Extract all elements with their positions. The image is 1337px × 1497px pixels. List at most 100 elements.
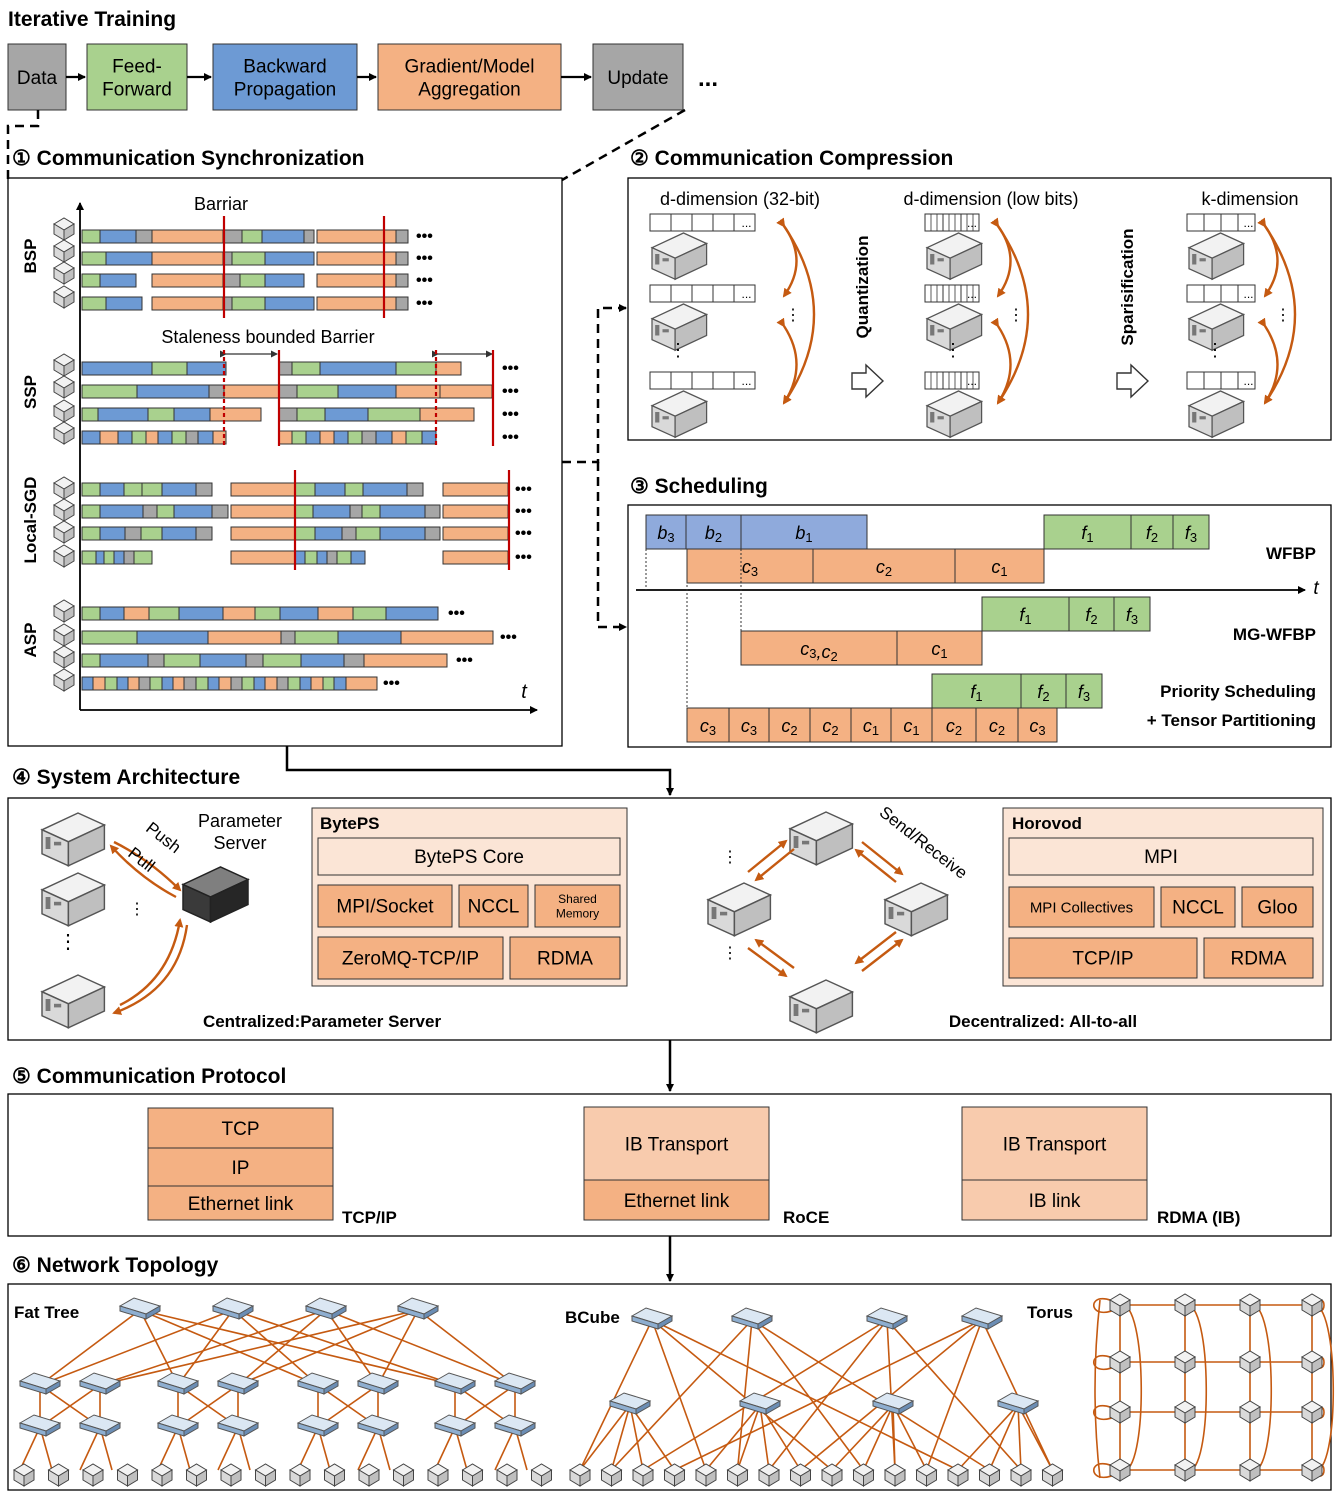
- network-link: [651, 1319, 833, 1471]
- sync-block: [319, 361, 397, 376]
- sync-dots: •••: [416, 295, 433, 312]
- pipeline-step-4: [592, 43, 684, 111]
- server-slot: [655, 254, 660, 265]
- priority-c-block: [728, 707, 770, 743]
- mgwfbp-f-block: [1068, 596, 1115, 632]
- server-led: [662, 329, 669, 333]
- worker-node-icon: [53, 239, 75, 263]
- sync-dots: •••: [515, 503, 532, 520]
- network-link: [39, 1309, 234, 1386]
- network-link: [751, 1319, 865, 1471]
- label-line: •••: [416, 250, 433, 267]
- node-side: [831, 1469, 843, 1487]
- server-led: [937, 416, 944, 420]
- node-side: [196, 1469, 207, 1487]
- priority-c-block-label: c2: [989, 716, 1005, 738]
- label-line: ...: [1243, 216, 1253, 230]
- sync-block: [95, 550, 105, 565]
- sync-block: [391, 430, 407, 445]
- pipeline-step-3: [377, 43, 562, 111]
- sync-block: [81, 296, 107, 311]
- switch-side: [383, 1380, 399, 1395]
- server-slot: [711, 907, 717, 919]
- priority-f-block: [1020, 673, 1067, 709]
- sync-block: [211, 504, 229, 519]
- node-side: [63, 427, 75, 445]
- label-line: Forward: [102, 79, 172, 100]
- host-node-icon: [427, 1463, 449, 1487]
- label-line: Update: [607, 68, 668, 89]
- host-node-icon: [496, 1463, 518, 1487]
- var-letter: c: [946, 716, 955, 736]
- node-side: [894, 1469, 906, 1487]
- node-side: [368, 1469, 380, 1487]
- label-line: Push: [142, 818, 184, 857]
- host-node-icon: [151, 1463, 173, 1487]
- vector-cell: [1237, 284, 1256, 303]
- var-letter: f: [1146, 523, 1153, 543]
- byteps-zeromq: [317, 936, 504, 980]
- network-link: [579, 1404, 631, 1471]
- sync-diagram: tBSPSSPLocal-SGDASP••••••••••••BarriarSt…: [21, 194, 538, 714]
- switch-side: [183, 1422, 199, 1437]
- var-subscript: 2: [998, 723, 1005, 738]
- switch-side: [898, 1400, 914, 1415]
- switch-side: [331, 1305, 347, 1320]
- sync-block: [172, 676, 185, 691]
- vector-ellipsis: ...: [741, 216, 751, 230]
- torus-node-icon: [1301, 1350, 1323, 1374]
- switch-side: [145, 1305, 161, 1320]
- sync-block: [379, 504, 426, 519]
- compress-server-icon: [925, 390, 984, 439]
- sync-block: [316, 550, 328, 565]
- var-letter: c: [822, 716, 831, 736]
- priority-f-block-label: f1: [970, 682, 982, 704]
- vector-cell: [1203, 284, 1222, 303]
- sync-block: [324, 407, 369, 422]
- node-side: [1311, 1464, 1323, 1482]
- vector-ellipsis: ...: [741, 287, 751, 301]
- label-line: Quantization: [853, 236, 872, 339]
- worker-node-icon: [53, 623, 75, 647]
- sync-block: [161, 482, 197, 497]
- sync-block: [299, 676, 312, 691]
- var-letter: ,c: [816, 642, 830, 662]
- sync-block: [151, 361, 188, 376]
- label-line: WFBP: [1266, 544, 1316, 563]
- sync-block: [99, 606, 125, 621]
- sync-block: [294, 504, 314, 519]
- label-line: t: [521, 681, 528, 703]
- sync-dots: •••: [448, 605, 465, 622]
- vector-cell: [1203, 213, 1222, 232]
- aggregation-switch-icon: [296, 1372, 340, 1395]
- sync-block: [424, 504, 441, 519]
- node-side: [957, 1469, 969, 1487]
- vector-cell: [733, 213, 756, 232]
- sync-block: [163, 653, 201, 668]
- wfbp-b-block: [645, 514, 687, 550]
- server-led: [54, 901, 62, 906]
- node-side: [63, 550, 75, 568]
- server-led: [54, 841, 62, 846]
- aggregation-switch-icon: [216, 1372, 260, 1395]
- sync-block: [395, 273, 409, 288]
- node-side: [58, 1469, 69, 1487]
- node-side: [63, 267, 75, 285]
- vector-cell: [670, 371, 693, 390]
- network-link: [831, 1404, 894, 1471]
- protocol-stack-label: TCP/IP: [342, 1208, 397, 1227]
- protocol-layer: [583, 1106, 770, 1181]
- var-letter: c: [863, 716, 872, 736]
- byteps-mpi-socket: [317, 884, 453, 928]
- var-letter: c: [876, 557, 885, 577]
- sync-block: [105, 251, 153, 266]
- server-side: [1211, 400, 1245, 439]
- vector-cell: [649, 284, 672, 303]
- byteps-core: [317, 837, 621, 876]
- node-side: [800, 1469, 811, 1487]
- server-slot: [793, 1004, 799, 1016]
- node-side: [63, 605, 75, 623]
- sync-block: [261, 229, 305, 244]
- topology-panel: [7, 1283, 1332, 1491]
